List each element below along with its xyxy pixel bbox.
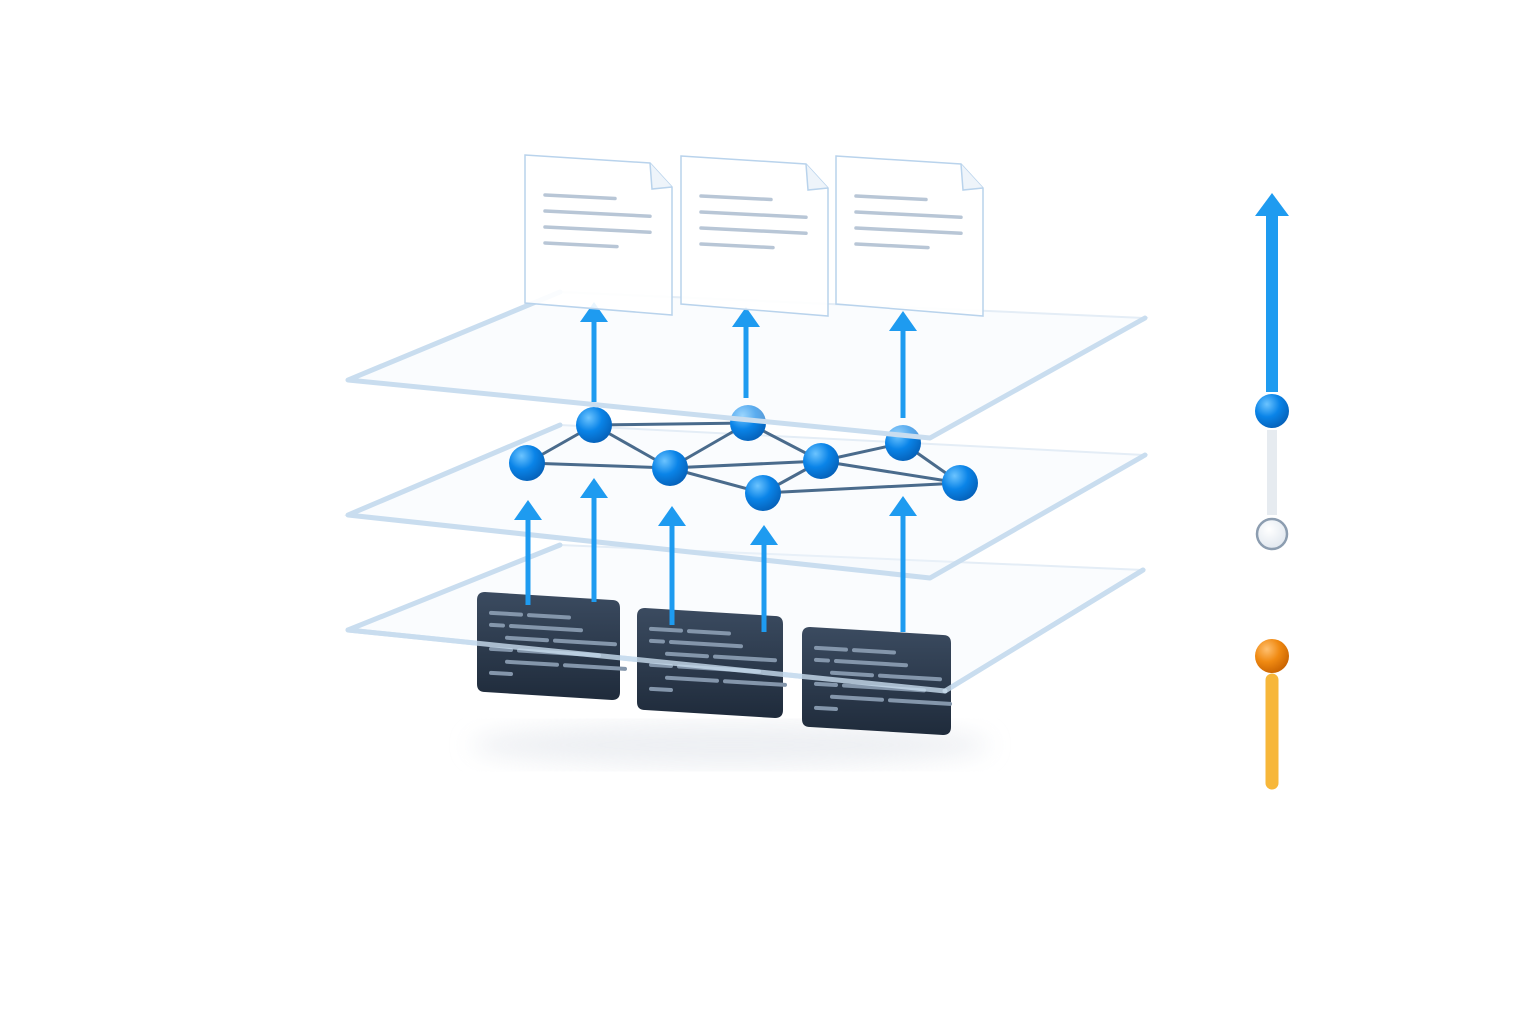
code-line <box>852 648 896 655</box>
graph-node-icon <box>576 407 612 443</box>
document-fold <box>960 163 984 191</box>
code-line <box>649 686 673 693</box>
code-line <box>563 663 627 671</box>
code-line <box>509 624 583 633</box>
code-line <box>888 698 952 706</box>
code-line <box>830 694 884 702</box>
code-line <box>669 640 743 649</box>
code-line <box>665 651 709 659</box>
document-text-line <box>854 226 963 235</box>
code-line <box>814 705 838 712</box>
graph-node-icon <box>745 475 781 511</box>
arrow-up-head <box>658 506 686 526</box>
top-plane-edge <box>345 289 1148 441</box>
code-line <box>723 679 787 687</box>
code-line <box>814 645 848 652</box>
code-line <box>489 670 513 677</box>
code-line <box>649 662 673 669</box>
code-line <box>834 659 908 668</box>
graph-edge <box>820 459 961 485</box>
code-line <box>505 659 559 667</box>
code-line <box>489 646 513 653</box>
document-fold <box>805 163 829 191</box>
code-line <box>649 626 683 633</box>
graph-node-icon <box>942 465 978 501</box>
graph-node-icon <box>730 405 766 441</box>
document-fold <box>649 162 673 190</box>
arrow-up-head <box>732 307 760 327</box>
progress-step-complete <box>1255 394 1289 428</box>
ground-shadow <box>470 723 990 767</box>
code-line <box>665 675 719 683</box>
graph-node-icon <box>509 445 545 481</box>
progress-step-current <box>1255 639 1289 673</box>
graph-edge <box>669 459 822 470</box>
progress-step-pending <box>1255 517 1289 551</box>
code-line <box>830 670 874 678</box>
arrow-up-head <box>750 525 778 545</box>
document-text-line <box>699 226 808 235</box>
bottom-plane-front-edge <box>942 567 1146 694</box>
document-text-line <box>699 242 775 250</box>
code-line <box>814 681 838 688</box>
document-icon <box>524 154 673 316</box>
code-line <box>687 629 731 636</box>
graph-node-icon <box>803 443 839 479</box>
graph-node-icon <box>652 450 688 486</box>
code-card-icon <box>477 592 620 700</box>
document-text-line <box>543 225 652 234</box>
code-line <box>505 635 549 643</box>
graph-edge <box>762 481 961 495</box>
middle-plane-edge <box>345 422 1148 581</box>
code-line <box>878 673 942 682</box>
code-card-icon <box>802 627 951 735</box>
code-line <box>814 657 830 663</box>
document-text-line <box>543 241 619 249</box>
document-text-line <box>854 194 928 202</box>
document-text-line <box>854 210 963 219</box>
code-line <box>713 654 777 663</box>
arrow-up-icon <box>1255 193 1289 216</box>
document-text-line <box>854 242 930 250</box>
arrow-up-head <box>889 496 917 516</box>
arrow-up-head <box>580 478 608 498</box>
code-card-icon <box>637 608 783 718</box>
document-text-line <box>543 209 652 218</box>
arrow-up-head <box>889 311 917 331</box>
code-line <box>527 613 571 620</box>
code-line <box>553 638 617 647</box>
bottom-plane-front-edge <box>345 627 948 694</box>
graph-edge <box>593 421 749 427</box>
document-text-line <box>699 194 773 202</box>
arrow-up-head <box>580 302 608 322</box>
middle-plane <box>344 423 1149 580</box>
document-icon <box>680 155 829 317</box>
document-text-line <box>543 193 617 201</box>
document-text-line <box>699 210 808 219</box>
document-icon <box>835 155 984 317</box>
code-line <box>489 610 523 617</box>
code-line <box>489 622 505 628</box>
arrow-up-head <box>514 500 542 520</box>
code-line <box>649 638 665 644</box>
graph-edge <box>526 461 671 470</box>
